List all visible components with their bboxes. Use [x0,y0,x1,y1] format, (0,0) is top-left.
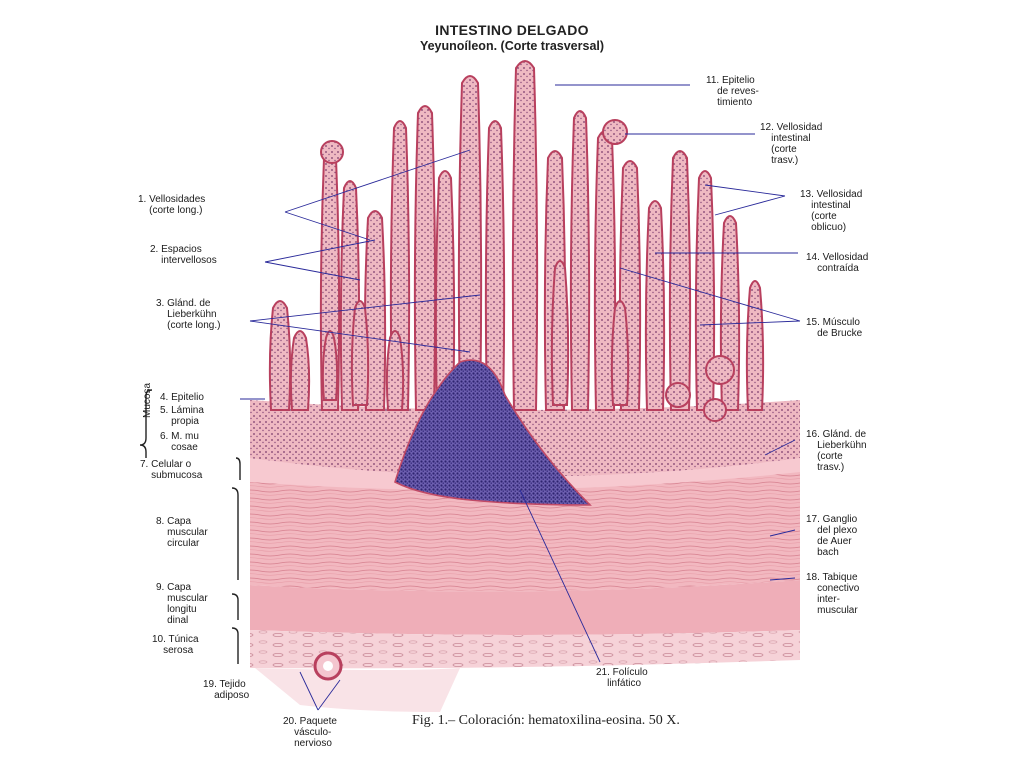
villus-cross-section [602,119,628,145]
villus [745,280,765,411]
villus-cross-section [705,355,735,385]
lymphatic-follicle [394,359,592,506]
villus [694,170,716,411]
villus [350,300,370,406]
right-label-13: 13. Vellosidad intestinal (corte oblicuo… [800,189,863,233]
left-label-6: 6. M. mu cosae [160,431,199,453]
serosa-layer [250,630,800,669]
right-label-12: 12. Vellosidad intestinal (corte trasv.) [760,122,823,166]
diagram-title: INTESTINO DELGADO [435,22,589,38]
submucosa-layer [250,455,800,490]
adipose-tissue [255,668,460,712]
diagram-subtitle: Yeyunoíleon. (Corte trasversal) [419,39,605,53]
left-label-9: 9. Capa muscular longitu dinal [156,582,208,626]
right-label-15: 15. Músculo de Brucke [806,317,863,339]
left-label-19: 19. Tejido adiposo [203,679,250,701]
villus [610,300,630,406]
villus [484,120,506,411]
left-label-7: 7. Celular o submucosa [140,459,203,481]
muscle-layer-circular [250,470,800,592]
villus-cross-section [320,140,344,164]
left-label-3: 3. Glánd. de Lieberkühn (corte long.) [156,298,221,331]
villus-cross-section [665,382,691,408]
villus [569,110,591,411]
muscle-layer-longitudinal [250,580,800,635]
left-label-5: 5. Lámina propia [160,405,204,427]
villus [457,75,483,411]
left-label-8: 8. Capa muscular circular [156,516,208,549]
left-label-20: 20. Paquete vásculo- nervioso [283,716,337,749]
layer-brackets [139,389,241,664]
leader-lines [240,84,801,711]
left-label-4: 4. Epitelio [160,392,204,403]
left-label-2: 2. Espacios intervellosos [150,244,217,266]
villus [385,330,405,411]
right-label-14: 14. Vellosidad contraída [806,252,869,274]
villus [434,170,456,411]
right-label-18: 18. Tabique conectivo inter- muscular [806,572,860,616]
villus [550,260,570,406]
villus [511,60,539,411]
villus [289,330,311,411]
villus-cross-section [703,398,727,422]
right-label-16: 16. Glánd. de Lieberkühn (corte trasv.) [806,429,867,473]
villus [321,330,339,401]
right-label-11: 11. Epitelio de reves- timiento [706,75,759,108]
left-label-1: 1. Vellosidades (corte long.) [138,194,206,216]
mucosa-side-label: Mucosa [142,382,153,418]
villus [668,150,692,411]
figure-caption: Fig. 1.– Coloración: hematoxilina-eosina… [412,713,680,728]
villus [413,105,437,411]
villus [644,200,666,411]
right-label-17: 17. Ganglio del plexo de Auer bach [806,514,858,558]
right-label-21: 21. Folículo linfático [596,667,648,689]
villi-group [268,60,765,422]
left-label-10: 10. Túnica serosa [152,634,199,656]
